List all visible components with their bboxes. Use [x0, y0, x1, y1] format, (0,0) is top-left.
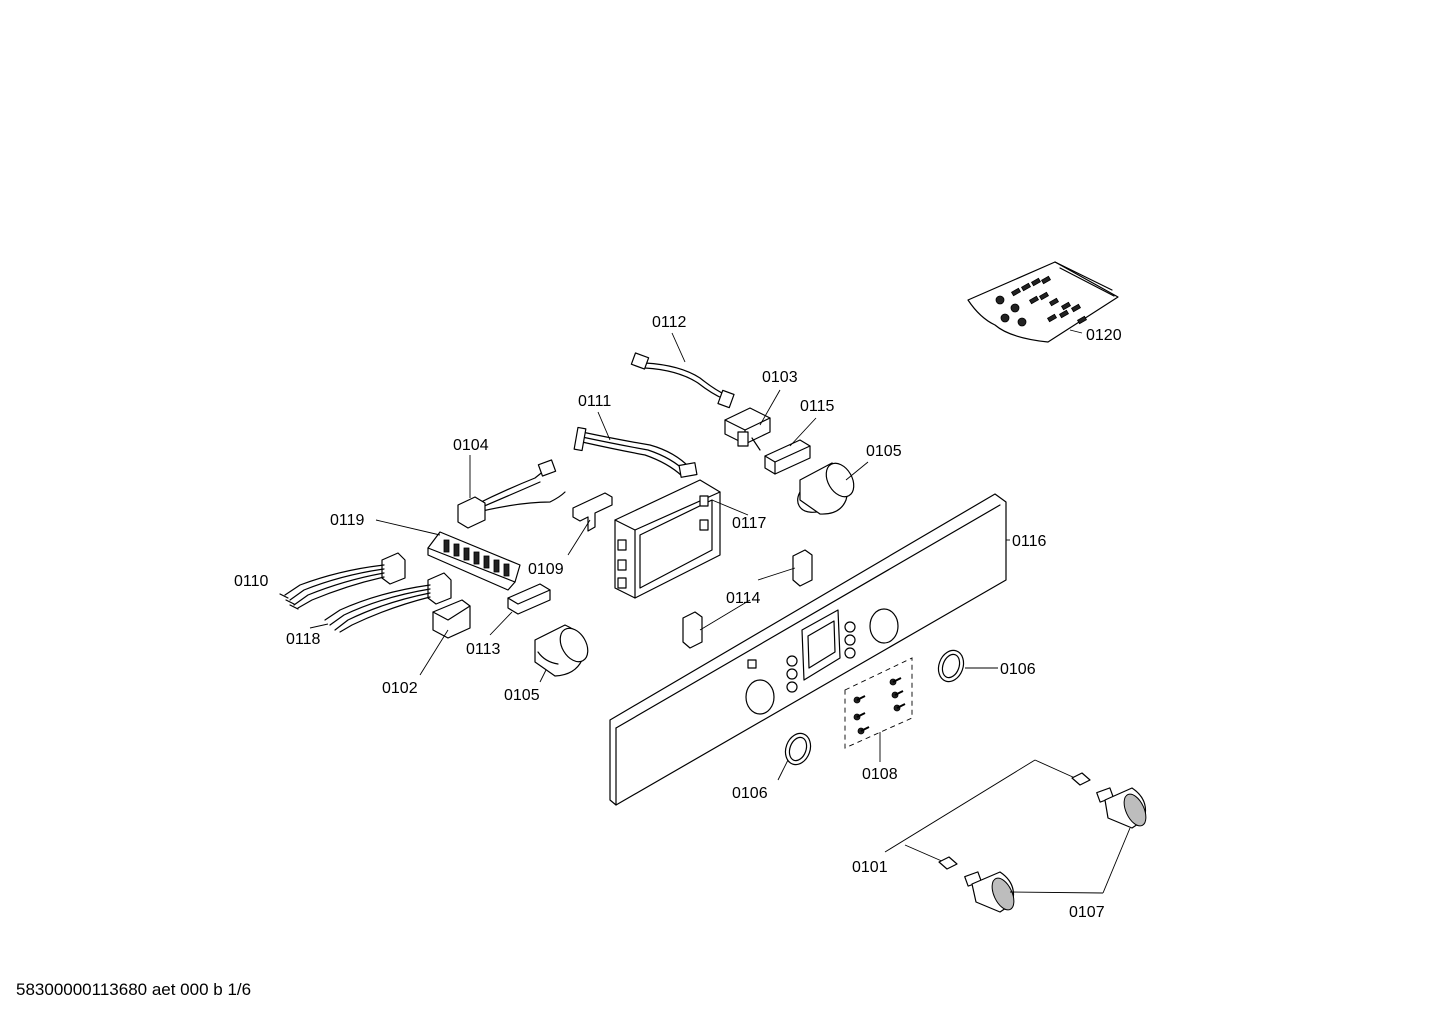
label-0103: 0103 — [762, 369, 798, 386]
part-0111-ribbon-cable — [573, 411, 698, 478]
part-0113-bracket — [489, 583, 551, 636]
label-0101: 0101 — [852, 859, 888, 876]
part-0103-switch — [724, 389, 781, 451]
label-0116: 0116 — [1012, 533, 1047, 550]
label-0119: 0119 — [330, 512, 365, 529]
label-0118: 0118 — [286, 631, 321, 648]
part-0115-bracket — [764, 417, 817, 475]
label-0106: 0106 — [732, 785, 768, 802]
label-0114: 0114 — [726, 590, 761, 607]
part-labels: 0112 0120 0103 0111 0115 0104 0105 0119 … — [234, 314, 1122, 921]
label-0105: 0105 — [504, 687, 540, 704]
label-0107: 0107 — [1069, 904, 1105, 921]
part-0119-terminal-block — [375, 519, 521, 591]
part-0104-cable — [457, 455, 566, 529]
part-0107-knobs — [964, 787, 1147, 913]
label-0112: 0112 — [652, 314, 687, 331]
label-0117: 0117 — [732, 515, 767, 532]
part-0110-wiring — [279, 552, 406, 610]
label-0105: 0105 — [866, 443, 902, 460]
part-0116-front-panel — [609, 493, 1010, 806]
part-0109-bracket — [567, 492, 613, 556]
part-0120-screw-bag — [967, 261, 1119, 343]
part-0118-wiring — [309, 572, 452, 633]
label-0109: 0109 — [528, 561, 564, 578]
label-0111: 0111 — [578, 393, 611, 410]
part-0101-couplers — [884, 759, 1091, 870]
label-0108: 0108 — [862, 766, 898, 783]
part-0114-clips — [682, 549, 813, 649]
label-0120: 0120 — [1086, 327, 1122, 344]
part-0108-screws — [844, 657, 913, 762]
part-0105-cylinder-right — [797, 461, 869, 515]
label-0115: 0115 — [800, 398, 835, 415]
part-0112-cable — [630, 332, 735, 409]
part-0105-cylinder-left — [534, 624, 589, 683]
label-0110: 0110 — [234, 573, 269, 590]
label-0113: 0113 — [466, 641, 501, 658]
drawing-reference-footer: 58300000113680 aet 000 b 1/6 — [16, 980, 252, 999]
part-0117-control-module — [614, 479, 749, 599]
label-0102: 0102 — [382, 680, 418, 697]
part-0102-bracket — [419, 599, 471, 676]
label-0106: 0106 — [1000, 661, 1036, 678]
label-0104: 0104 — [453, 437, 489, 454]
part-0106-rings — [777, 649, 998, 781]
